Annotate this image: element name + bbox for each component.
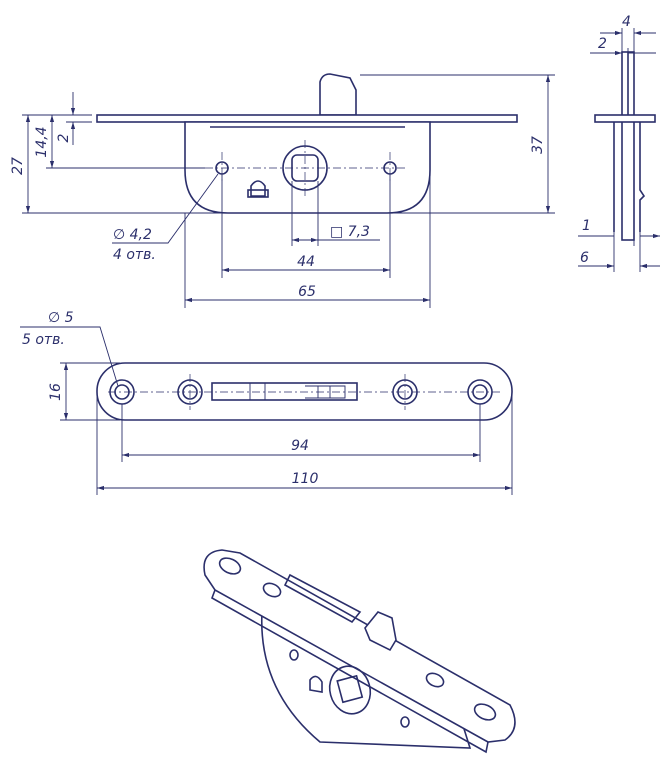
dim-110: 110 — [292, 471, 319, 487]
lock-icon — [247, 180, 269, 198]
dim-27: 27 — [10, 157, 26, 175]
plate-hole-count: 5 отв. — [22, 332, 65, 348]
dim-2: 2 — [56, 133, 72, 142]
dim-16: 16 — [48, 383, 64, 401]
dim-4: 4 — [622, 14, 631, 30]
dim-65: 65 — [298, 284, 316, 300]
dim-37: 37 — [530, 136, 546, 154]
side-view: 4 2 1 6 — [578, 14, 660, 272]
face-plate — [96, 114, 518, 123]
latch-tongue — [319, 73, 357, 116]
plate-hole-diameter: ∅ 5 — [48, 310, 74, 326]
square-size-label: □ 7,3 — [330, 224, 370, 240]
dim-94: 94 — [291, 438, 309, 454]
isometric-view — [203, 549, 516, 754]
dim-44: 44 — [297, 254, 315, 270]
front-view: 27 14,4 2 37 ∅ 4,2 4 отв. □ 7,3 44 65 — [10, 73, 555, 308]
dim-2-side: 2 — [598, 36, 607, 52]
hole-count-label: 4 отв. — [113, 247, 156, 263]
dim-6: 6 — [580, 250, 589, 266]
plate-view: 16 94 110 ∅ 5 5 отв. — [20, 310, 513, 495]
dim-1: 1 — [582, 218, 591, 234]
dim-14-4: 14,4 — [34, 126, 50, 157]
hole-diameter-label: ∅ 4,2 — [113, 227, 152, 243]
latch-slot — [211, 382, 358, 401]
